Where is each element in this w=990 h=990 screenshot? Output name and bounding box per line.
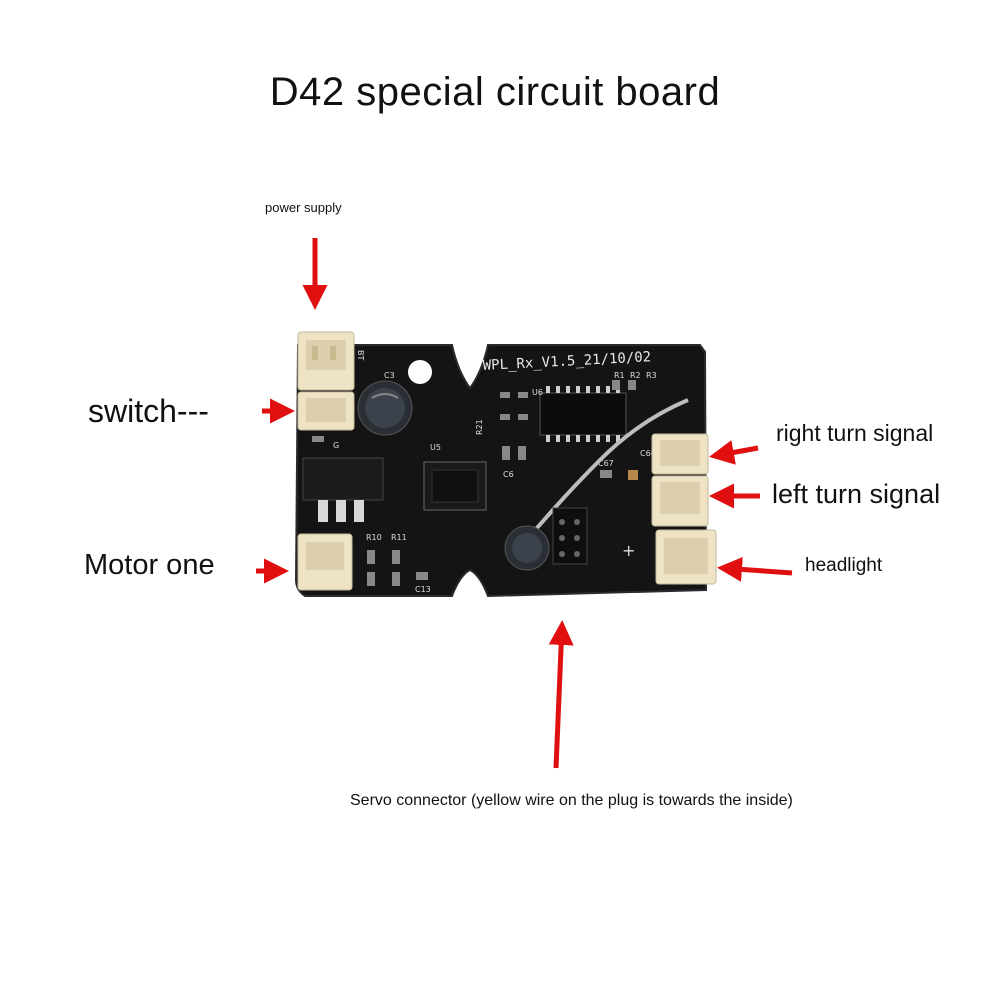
arrow-servo-connector <box>548 620 574 769</box>
power-supply-connector <box>297 331 355 391</box>
ref-r1: R1 <box>614 371 625 380</box>
ref-bt: BT <box>356 350 365 360</box>
motor-driver-chip <box>302 457 384 522</box>
ref-c13: C13 <box>415 585 431 594</box>
ref-u5: U5 <box>430 443 441 452</box>
ref-plus: + <box>622 541 635 560</box>
page-title: D42 special circuit board <box>269 70 721 114</box>
ref-u6: U6 <box>532 388 543 397</box>
servo-connector-label: Servo connector (yellow wire on the plug… <box>350 792 793 809</box>
servo-header <box>552 507 588 565</box>
right-turn-signal-label: right turn signal <box>776 420 934 446</box>
headlight-label: headlight <box>805 555 883 576</box>
ref-r11: R11 <box>391 533 407 542</box>
ref-r21: R21 <box>475 419 484 435</box>
arrow-right-turn-signal <box>709 440 759 465</box>
ref-r2: R2 <box>630 371 641 380</box>
ref-c67: C67 <box>598 459 614 468</box>
left-turn-signal-connector <box>651 475 709 527</box>
capacitor-bottom <box>504 525 550 571</box>
motor-one-label: Motor one <box>84 549 215 581</box>
right-turn-signal-connector <box>651 433 709 475</box>
ref-c66: C66 <box>640 449 656 458</box>
motor-one-connector <box>297 533 353 591</box>
ref-c6: C6 <box>503 470 514 479</box>
microcontroller-u6 <box>539 386 627 442</box>
antenna-wire <box>518 398 689 550</box>
ref-r10: R10 <box>366 533 382 542</box>
ref-c3: C3 <box>384 371 395 380</box>
smd-components <box>312 380 638 586</box>
mounting-hole <box>408 360 432 384</box>
ref-r3: R3 <box>646 371 657 380</box>
arrow-headlight <box>717 556 793 582</box>
ref-g: G <box>333 441 339 450</box>
left-turn-signal-label: left turn signal <box>772 479 941 509</box>
headlight-connector <box>655 529 717 585</box>
regulator-u5 <box>423 461 487 511</box>
switch-connector <box>297 391 355 431</box>
switch-label: switch--- <box>88 393 209 429</box>
capacitor-c3 <box>357 380 413 436</box>
power-supply-label: power supply <box>265 200 342 215</box>
